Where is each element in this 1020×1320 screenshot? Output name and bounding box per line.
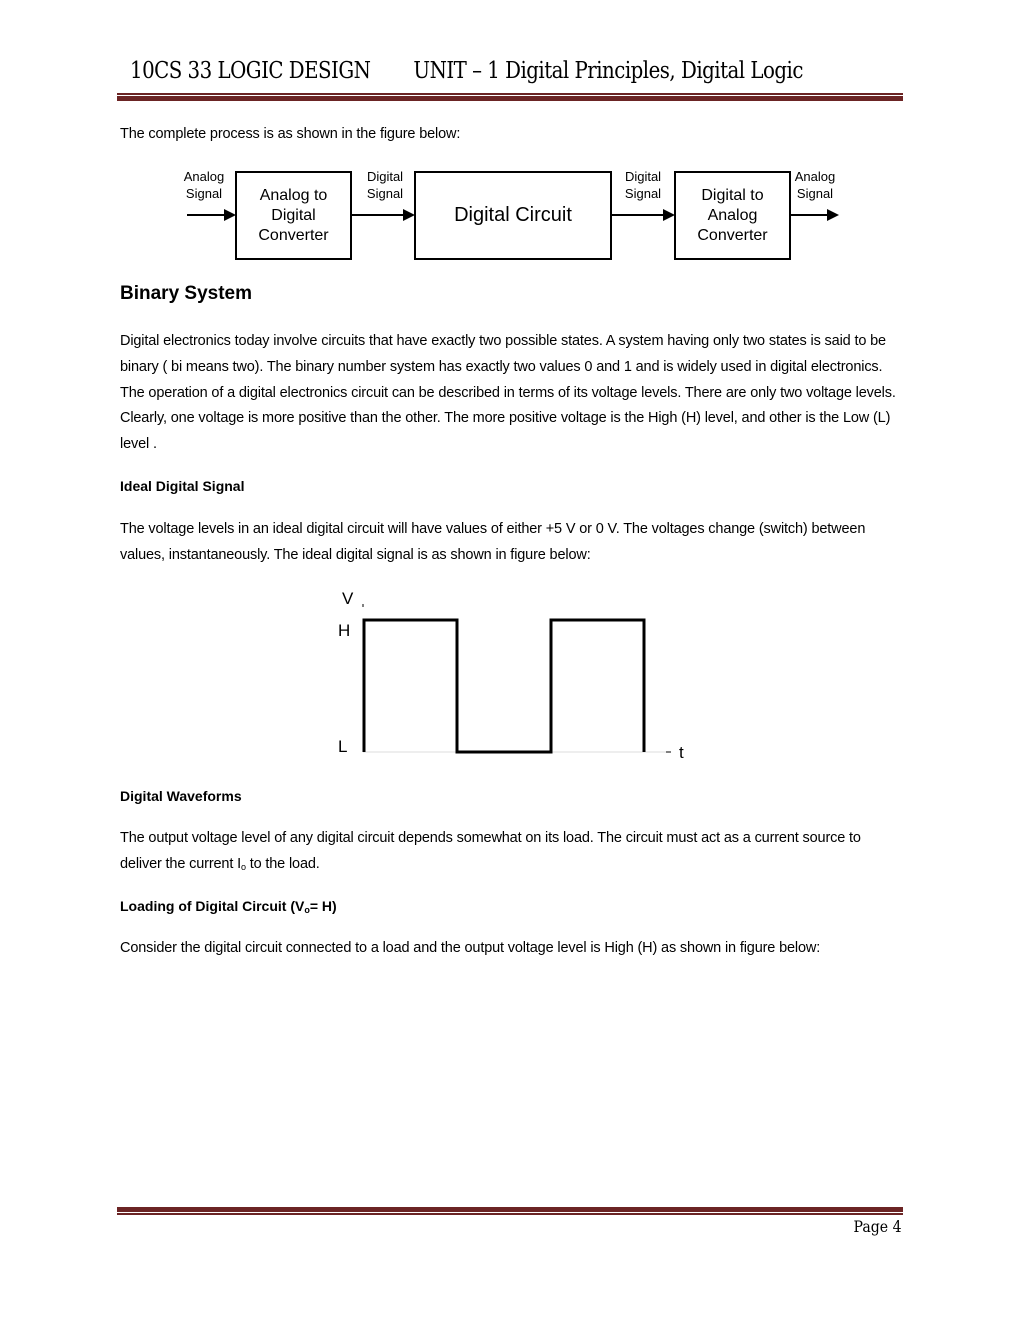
digital-signal-label-1: Digital Signal [366,169,404,201]
subheading-loading-digital-circuit: Loading of Digital Circuit (Vo= H) [120,898,337,915]
unit-title: UNIT – 1 Digital Principles, Digital Log… [413,58,803,84]
intro-text: The complete process is as shown in the … [120,126,461,142]
input-signal-label: Analog Signal [183,169,225,201]
header-rule-thin [117,93,903,95]
square-wave-icon [362,604,671,754]
digital-signal-label-2: Digital Signal [624,169,662,201]
high-level-label: H [338,621,351,640]
loading-paragraph: Consider the digital circuit connected t… [120,940,821,956]
digital-circuit-block: Digital Circuit [414,171,612,260]
v-axis-label: V [342,589,354,608]
binary-system-paragraph: Digital electronics today involve circui… [120,333,896,453]
subheading-digital-waveforms: Digital Waveforms [120,788,242,804]
adc-block: Analog to Digital Converter [235,171,352,260]
dac-block: Digital to Analog Converter [674,171,791,260]
arrow-icon [352,209,415,221]
ideal-signal-paragraph: The voltage levels in an ideal digital c… [120,521,866,563]
digital-waveforms-paragraph: The output voltage level of any digital … [120,830,861,872]
arrow-icon [187,209,236,221]
low-level-label: L [338,737,348,756]
page-number: Page 4 [853,1217,902,1236]
footer-rule-thin [117,1213,903,1215]
course-title: 10CS 33 LOGIC DESIGN [130,58,371,84]
section-heading-binary-system: Binary System [120,283,253,304]
header-rule-thick [117,96,903,101]
arrow-icon [612,209,675,221]
t-axis-label: t [679,743,684,762]
footer-rule-thick [117,1207,903,1212]
subheading-ideal-digital-signal: Ideal Digital Signal [120,478,245,494]
output-signal-label: Analog Signal [794,169,836,201]
page-header: 10CS 33 LOGIC DESIGN UNIT – 1 Digital Pr… [130,58,803,84]
arrow-icon [791,209,839,221]
